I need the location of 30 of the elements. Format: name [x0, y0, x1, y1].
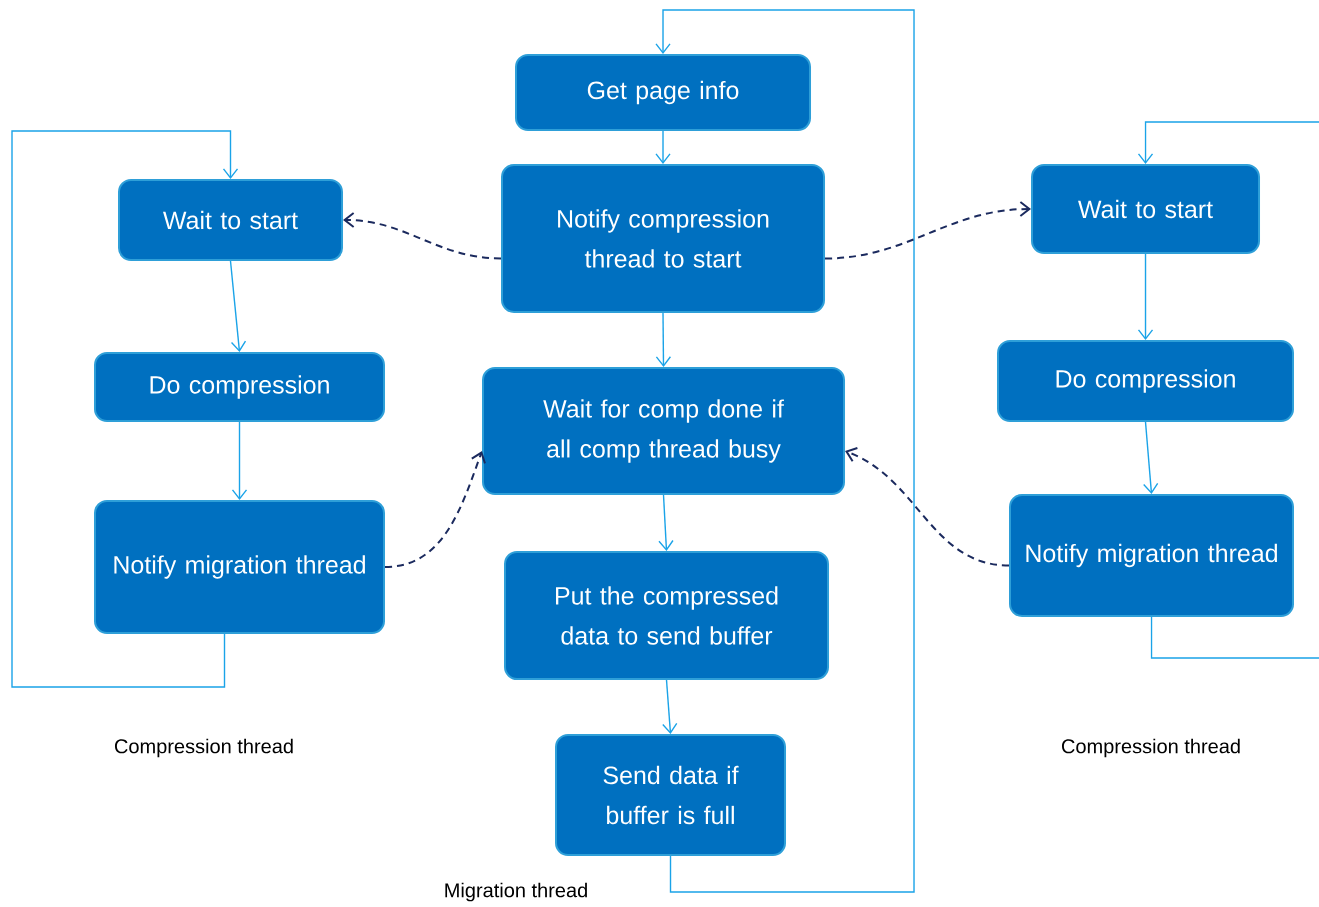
arrow	[1137, 253, 1154, 340]
arrow	[1143, 421, 1159, 494]
process-box: Notify migration thread	[1009, 494, 1294, 617]
process-box: Get page info	[515, 54, 811, 131]
process-box: Do compression	[94, 352, 385, 422]
dashed-arrow	[343, 212, 502, 260]
arrow	[229, 260, 247, 352]
process-box: Wait for comp done if all comp thread busy	[482, 367, 845, 495]
connector-line	[1150, 616, 1319, 659]
process-box: Send data if buffer is full	[555, 734, 786, 856]
dashed-arrow	[845, 447, 1010, 567]
arrow	[655, 312, 672, 367]
process-box: Do compression	[997, 340, 1294, 422]
arrow	[655, 130, 671, 164]
process-box: Put the compressed data to send buffer	[504, 551, 829, 680]
process-box: Wait to start	[118, 179, 343, 261]
dashed-arrow	[824, 201, 1031, 260]
process-box: Notify compression thread to start	[501, 164, 825, 313]
process-box: Wait to start	[1031, 164, 1260, 254]
arrow	[11, 130, 239, 688]
arrow	[655, 9, 915, 893]
arrow	[662, 679, 678, 734]
arrow	[231, 421, 248, 500]
arrow	[658, 494, 674, 551]
thread-label: Compression thread	[115, 738, 293, 758]
arrow	[1137, 121, 1319, 164]
thread-label: Migration thread	[445, 882, 587, 902]
thread-label: Compression thread	[1062, 738, 1240, 758]
process-box: Notify migration thread	[94, 500, 385, 634]
dashed-arrow	[384, 451, 486, 568]
